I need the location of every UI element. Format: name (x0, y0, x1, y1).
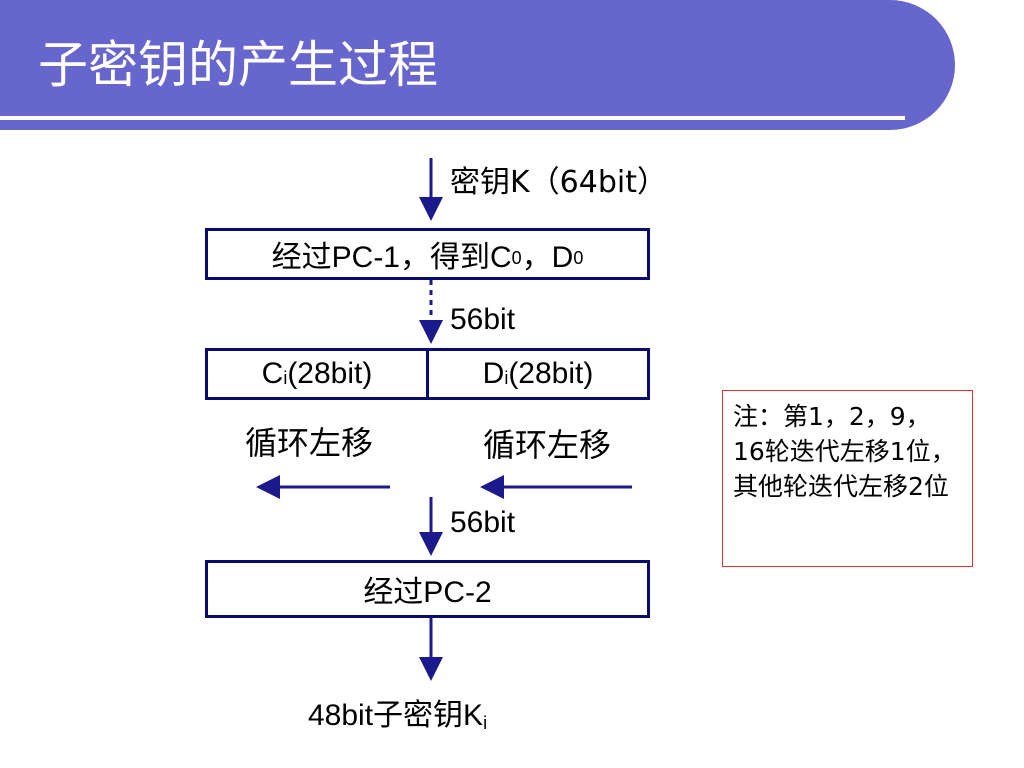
shift-note-box: 注：第1，2，9，16轮迭代左移1位，其他轮迭代左移2位 (722, 390, 973, 567)
c-left-shift-label: 循环左移 (245, 424, 374, 462)
title-bar: 子密钥的产生过程 (0, 0, 955, 130)
pc1-sub-c: 0 (511, 247, 522, 268)
title-underline (0, 116, 905, 120)
bits-before-pc2-label: 56bit (450, 506, 516, 539)
slide-title: 子密钥的产生过程 (38, 36, 438, 94)
output-prefix: 48bit子密钥K (308, 699, 484, 732)
d-half-suffix: (28bit) (508, 357, 594, 390)
bits-after-pc1-label: 56bit (450, 303, 516, 336)
pc2-box: 经过PC-2 (205, 560, 650, 618)
c-half-prefix: C (261, 357, 284, 390)
pc1-text: 经过PC-1，得到C (271, 241, 512, 274)
d-half-prefix: D (482, 357, 505, 390)
pc2-text: 经过PC-2 (363, 576, 492, 609)
pc1-sub-d: 0 (573, 247, 584, 268)
c-half-suffix: (28bit) (287, 357, 373, 390)
c-half-sub: i (283, 367, 288, 388)
output-subkey-label: 48bit子密钥Ki (308, 698, 487, 737)
d-left-shift-label: 循环左移 (483, 426, 612, 464)
shift-note-text: 注：第1，2，9，16轮迭代左移1位，其他轮迭代左移2位 (733, 402, 956, 501)
d-half-sub: i (504, 367, 509, 388)
output-sub: i (483, 713, 488, 733)
pc1-mid: ，D (521, 241, 574, 274)
input-key-label: 密钥K（64bit） (450, 165, 667, 200)
